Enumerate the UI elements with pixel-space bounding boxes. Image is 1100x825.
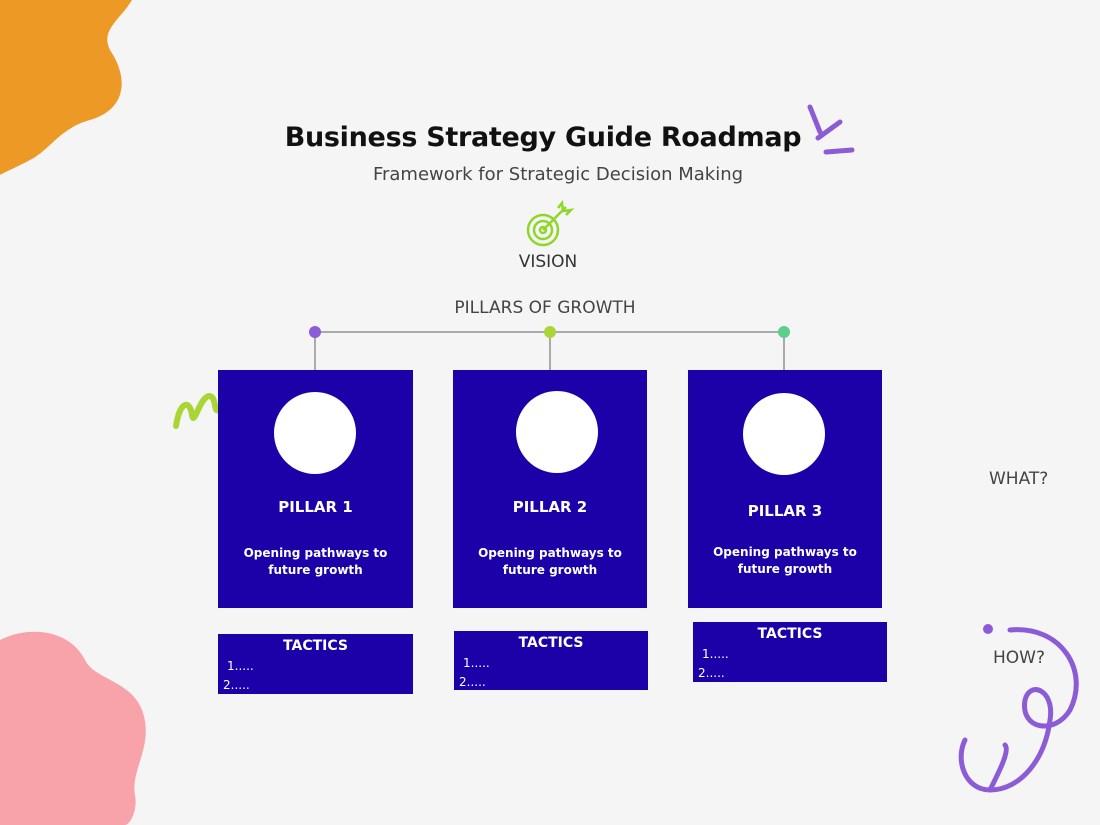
pillar-card-3: PILLAR 3 Opening pathways to future grow… [688,370,882,608]
pink-blob [0,631,146,825]
tactic-item: 1..... [463,656,490,670]
pillar-image-placeholder [274,392,356,474]
how-label: HOW? [993,648,1045,668]
connector-dot-1 [309,326,321,338]
page-title: Business Strategy Guide Roadmap [284,122,802,153]
pillar-description: Opening pathways to future growth [478,546,622,577]
tactics-box-3: TACTICS 1..... 2..... [693,622,887,682]
tactic-item: 1..... [227,659,254,673]
tactic-item: 2..... [223,678,250,692]
tactic-item: 2..... [459,675,486,689]
orange-blob [0,0,132,175]
purple-dot [983,624,993,634]
pillar-description: Opening pathways to future growth [243,546,388,577]
pillars-heading: PILLARS OF GROWTH [454,298,636,318]
pillar-name: PILLAR 1 [278,498,353,516]
tactics-box-2: TACTICS 1..... 2..... [454,631,648,690]
tactics-title: TACTICS [518,635,584,651]
pillar-image-placeholder [516,391,598,473]
tactics-title: TACTICS [757,626,823,642]
tactic-item: 2..... [698,666,725,680]
vision-label: VISION [518,252,578,272]
pillar-description: Opening pathways to future growth [713,545,857,576]
what-label: WHAT? [989,469,1049,489]
pillar-card-2: PILLAR 2 Opening pathways to future grow… [453,370,647,608]
pillar-name: PILLAR 3 [747,502,823,520]
tactic-item: 1..... [702,647,729,661]
target-arrow-icon [526,199,575,247]
page-subtitle: Framework for Strategic Decision Making [372,164,744,185]
tactics-box-1: TACTICS 1..... 2..... [218,634,413,694]
pillar-card-1: PILLAR 1 Opening pathways to future grow… [218,370,413,608]
connector-dot-2 [544,326,556,338]
pillar-name: PILLAR 2 [512,498,588,516]
pillar-image-placeholder [743,393,825,475]
tactics-title: TACTICS [283,638,348,654]
sparkle-icon [807,104,855,155]
connector-dot-3 [778,326,790,338]
purple-squiggle [958,627,1079,793]
